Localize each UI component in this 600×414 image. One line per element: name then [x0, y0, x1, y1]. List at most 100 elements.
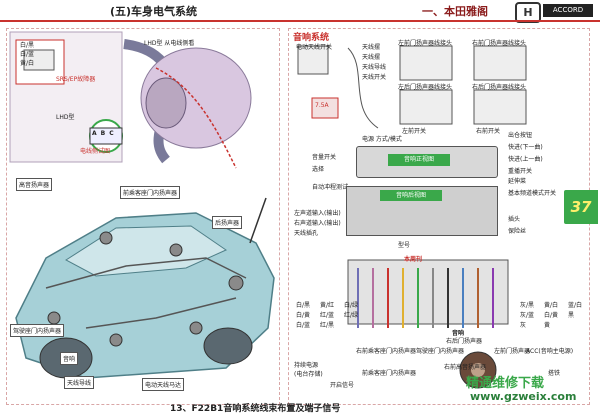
- vehicle-harness-diagram: [9, 31, 275, 379]
- rear-plug-label: 插头: [508, 216, 521, 223]
- left-diagram-frame: [6, 28, 280, 405]
- wire-color-l3: 白/蓝: [296, 322, 311, 329]
- radio-power-label: 电源 方式/模式: [362, 136, 402, 143]
- radio-select-label: 选择: [312, 166, 325, 173]
- wire-color-r2: 灰/蓝: [520, 312, 535, 319]
- wire-color-r3: 灰: [520, 322, 527, 329]
- wire-color-r8: 黑: [568, 312, 575, 319]
- rear-left-input-label: 左声道输入(输出): [294, 210, 341, 217]
- speaker-harness: [85, 297, 237, 329]
- radio-rear-display: 音响后视图: [380, 190, 442, 201]
- accord-logo: ACCORD: [543, 4, 593, 17]
- driver-door-callout: 驾驶座门内扬声器: [10, 324, 65, 337]
- left-rear-connector: [399, 89, 453, 125]
- srs-note-label: SRS/EP故障器: [56, 76, 96, 83]
- harness-title: 本周刊: [404, 256, 423, 263]
- right-front-door-connector-label: 右后门扬声器线接头: [472, 84, 527, 91]
- radio-volume-label: 音量开关: [312, 154, 337, 161]
- terminal-a: A: [92, 130, 101, 137]
- bottom-label-front-pass: 前乘客座门内扬声器: [362, 370, 417, 377]
- left-front-door-connector-label: 左后门扬声器线接头: [398, 84, 453, 91]
- lhd-label: LHD型: [56, 114, 75, 121]
- wire-color-l4: 黄/红: [320, 302, 335, 309]
- wire-color-l5: 红/蓝: [320, 312, 335, 319]
- fuse-box: [311, 97, 339, 119]
- tweeter-label: 右前高音扬声器: [444, 364, 487, 371]
- bottom-label-ground: 搭铁: [548, 370, 561, 377]
- radio-menu-label: 延伸菜: [508, 178, 527, 185]
- connector-socket: [23, 49, 55, 71]
- right-rear-connector-label: 右前门扬声器线接头: [472, 40, 527, 47]
- left-rear-connector-label: 左前门扬声器线接头: [398, 40, 453, 47]
- honda-logo: H: [515, 2, 541, 23]
- bottom-label-memory: 持续电源 (电台存储): [294, 362, 323, 378]
- audio-system-title: 音响系统: [293, 33, 330, 43]
- front-pass-door-callout: 前乘客座门内扬声器: [120, 186, 181, 199]
- inset-wire-colors: 白/黑 白/蓝 黄/白: [20, 42, 35, 67]
- left-switch-label: 左前开关: [402, 128, 427, 135]
- antenna-mast: [249, 197, 267, 244]
- page-number-tab: 37: [564, 190, 598, 224]
- bottom-label-rr-door: 右后门扬声器: [446, 338, 483, 345]
- radio-autotest-label: 自动冲程测试: [312, 184, 349, 191]
- rear-model-label: 型号: [398, 242, 411, 249]
- abc-terminals: ABC: [92, 130, 118, 137]
- bottom-label-open-signal: 开启信号: [330, 382, 355, 389]
- high-speaker-callout: 高音扬声器: [16, 178, 53, 191]
- right-switch-label: 右前开关: [476, 128, 501, 135]
- antenna-switch-label: 电动天线开关: [296, 44, 333, 51]
- antenna-label-2: 天线摆: [362, 54, 381, 61]
- wire-color-l1: 白/黑: [296, 302, 311, 309]
- figure-caption: 13、F22B1音响系统线束布置及端子信号: [170, 404, 341, 414]
- rear-fuse-label: 保险丝: [508, 228, 527, 235]
- high-speaker-dot: [99, 231, 113, 245]
- rear-wheel: [203, 327, 253, 365]
- page-header: (五)车身电气系统 一、本田雅阁 H ACCORD: [0, 0, 600, 23]
- abc-connector: [89, 127, 123, 145]
- wire-view-label: 电线侧试图: [80, 148, 111, 155]
- wire-color-r1: 灰/黑: [520, 302, 535, 309]
- watermark-main: 精通维修下载: [466, 376, 545, 391]
- wire-color-l8: 红/绿: [344, 312, 359, 319]
- antenna-cable: [347, 47, 379, 129]
- bottom-label-driver-door: 驾驶座门内扬声器: [416, 348, 465, 355]
- driver-door-speaker-dot: [47, 311, 61, 325]
- wire-color-l2: 白/黄: [296, 312, 311, 319]
- radio-replay-label: 重播开关: [508, 168, 533, 175]
- antenna-harness: [45, 257, 247, 289]
- lhd-type-label: LHD型 从电线侧看: [144, 40, 195, 47]
- bottom-label-acc: ACC(音响主电源): [526, 348, 574, 355]
- bottom-label-lf-door: 左前门扬声器: [494, 348, 531, 355]
- audio-unit-dot: [109, 333, 123, 347]
- radio-channel-label: 基本频道模式开关: [508, 190, 557, 197]
- left-front-connector: [399, 45, 453, 81]
- antenna-switch-connector: [297, 45, 329, 75]
- right-front-connector: [473, 45, 527, 81]
- antenna-label-3: 天线导线: [362, 64, 387, 71]
- audio-label: 音响: [452, 330, 465, 337]
- wire-color-l6: 红/黑: [320, 322, 335, 329]
- header-divider: [0, 20, 600, 22]
- antenna-label-1: 天线摆: [362, 44, 381, 51]
- wire-color-l7: 白/绿: [344, 302, 359, 309]
- brand-title: 一、本田雅阁: [422, 5, 488, 18]
- antenna-motor-dot: [189, 321, 203, 335]
- audio-wiring-diagram: [297, 45, 527, 389]
- radio-front-display: 音响正视图: [388, 154, 450, 166]
- section-title: (五)车身电气系统: [110, 5, 198, 18]
- wire-color-r4: 黄/白: [544, 302, 559, 309]
- antenna-lead-callout: 天线导线: [64, 376, 95, 389]
- radio-ff-prev-label: 快进(上一曲): [508, 156, 543, 163]
- wire-color-r7: 蓝/白: [568, 302, 583, 309]
- watermark-url: www.gzweix.com: [470, 390, 577, 403]
- rear-antenna-jack-label: 天线插孔: [294, 230, 319, 237]
- harness-connector: [347, 259, 509, 325]
- wire-color-r6: 黄: [544, 322, 551, 329]
- fuse-label: 7.5A: [315, 102, 329, 109]
- antenna-label-4: 天线开关: [362, 74, 387, 81]
- steering-wheel: [145, 77, 187, 129]
- tweeter-cone: [471, 363, 485, 377]
- rear-speaker-dot: [228, 275, 244, 291]
- radio-eject-label: 出仓按钮: [508, 132, 533, 139]
- harness-line-top: [155, 67, 237, 169]
